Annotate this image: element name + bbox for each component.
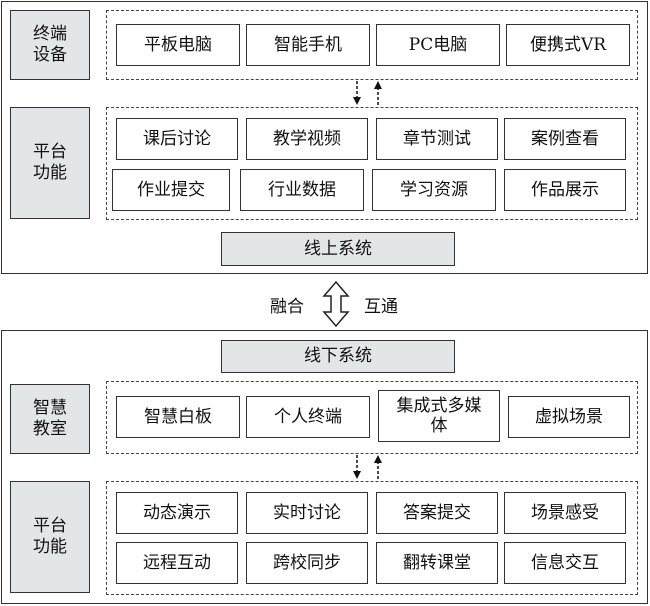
- device-smartphone: 智能手机: [246, 24, 370, 66]
- function-teaching-video: 教学视频: [246, 118, 368, 160]
- devices-label: 终端设备: [10, 10, 90, 80]
- function-works-display: 作品展示: [504, 169, 626, 211]
- function-homework-submit: 作业提交: [112, 169, 230, 211]
- online-functions-label: 平台功能: [10, 107, 90, 219]
- function-scene-experience: 场景感受: [504, 492, 626, 534]
- bidirectional-arrow-icon: [353, 81, 382, 105]
- classroom-virtual-scene: 虚拟场景: [508, 396, 630, 438]
- classroom-group: [106, 381, 638, 454]
- link-label-interconnect: 互通: [364, 296, 398, 317]
- classroom-integrated-multimedia: 集成式多媒体: [378, 390, 500, 442]
- function-chapter-test: 章节测试: [376, 118, 498, 160]
- offline-functions-group: [106, 481, 638, 595]
- bidirectional-arrow-icon: [353, 455, 382, 479]
- function-learning-resources: 学习资源: [372, 169, 496, 211]
- classroom-personal-terminal: 个人终端: [246, 396, 370, 438]
- function-information-exchange: 信息交互: [504, 542, 626, 584]
- online-system-title: 线上系统: [221, 232, 455, 266]
- function-flipped-classroom: 翻转课堂: [376, 542, 498, 584]
- double-arrow-icon: [322, 280, 350, 328]
- classroom-smart-whiteboard: 智慧白板: [116, 396, 240, 438]
- function-case-view: 案例查看: [504, 118, 626, 160]
- function-after-class-discussion: 课后讨论: [116, 118, 238, 160]
- function-answer-submit: 答案提交: [376, 492, 498, 534]
- online-functions-group: [106, 107, 638, 220]
- function-industry-data: 行业数据: [240, 169, 364, 211]
- function-remote-interaction: 远程互动: [116, 542, 238, 584]
- device-tablet: 平板电脑: [116, 24, 240, 66]
- function-cross-school-sync: 跨校同步: [246, 542, 368, 584]
- classroom-label: 智慧教室: [10, 384, 90, 454]
- function-dynamic-demo: 动态演示: [116, 492, 238, 534]
- offline-functions-label: 平台功能: [10, 481, 90, 593]
- link-label-fusion: 融合: [270, 296, 304, 317]
- devices-group: [106, 10, 638, 80]
- offline-system-title: 线下系统: [221, 340, 455, 373]
- function-realtime-discussion: 实时讨论: [246, 492, 368, 534]
- device-portable-vr: 便携式VR: [506, 24, 630, 66]
- device-pc: PC电脑: [376, 24, 500, 66]
